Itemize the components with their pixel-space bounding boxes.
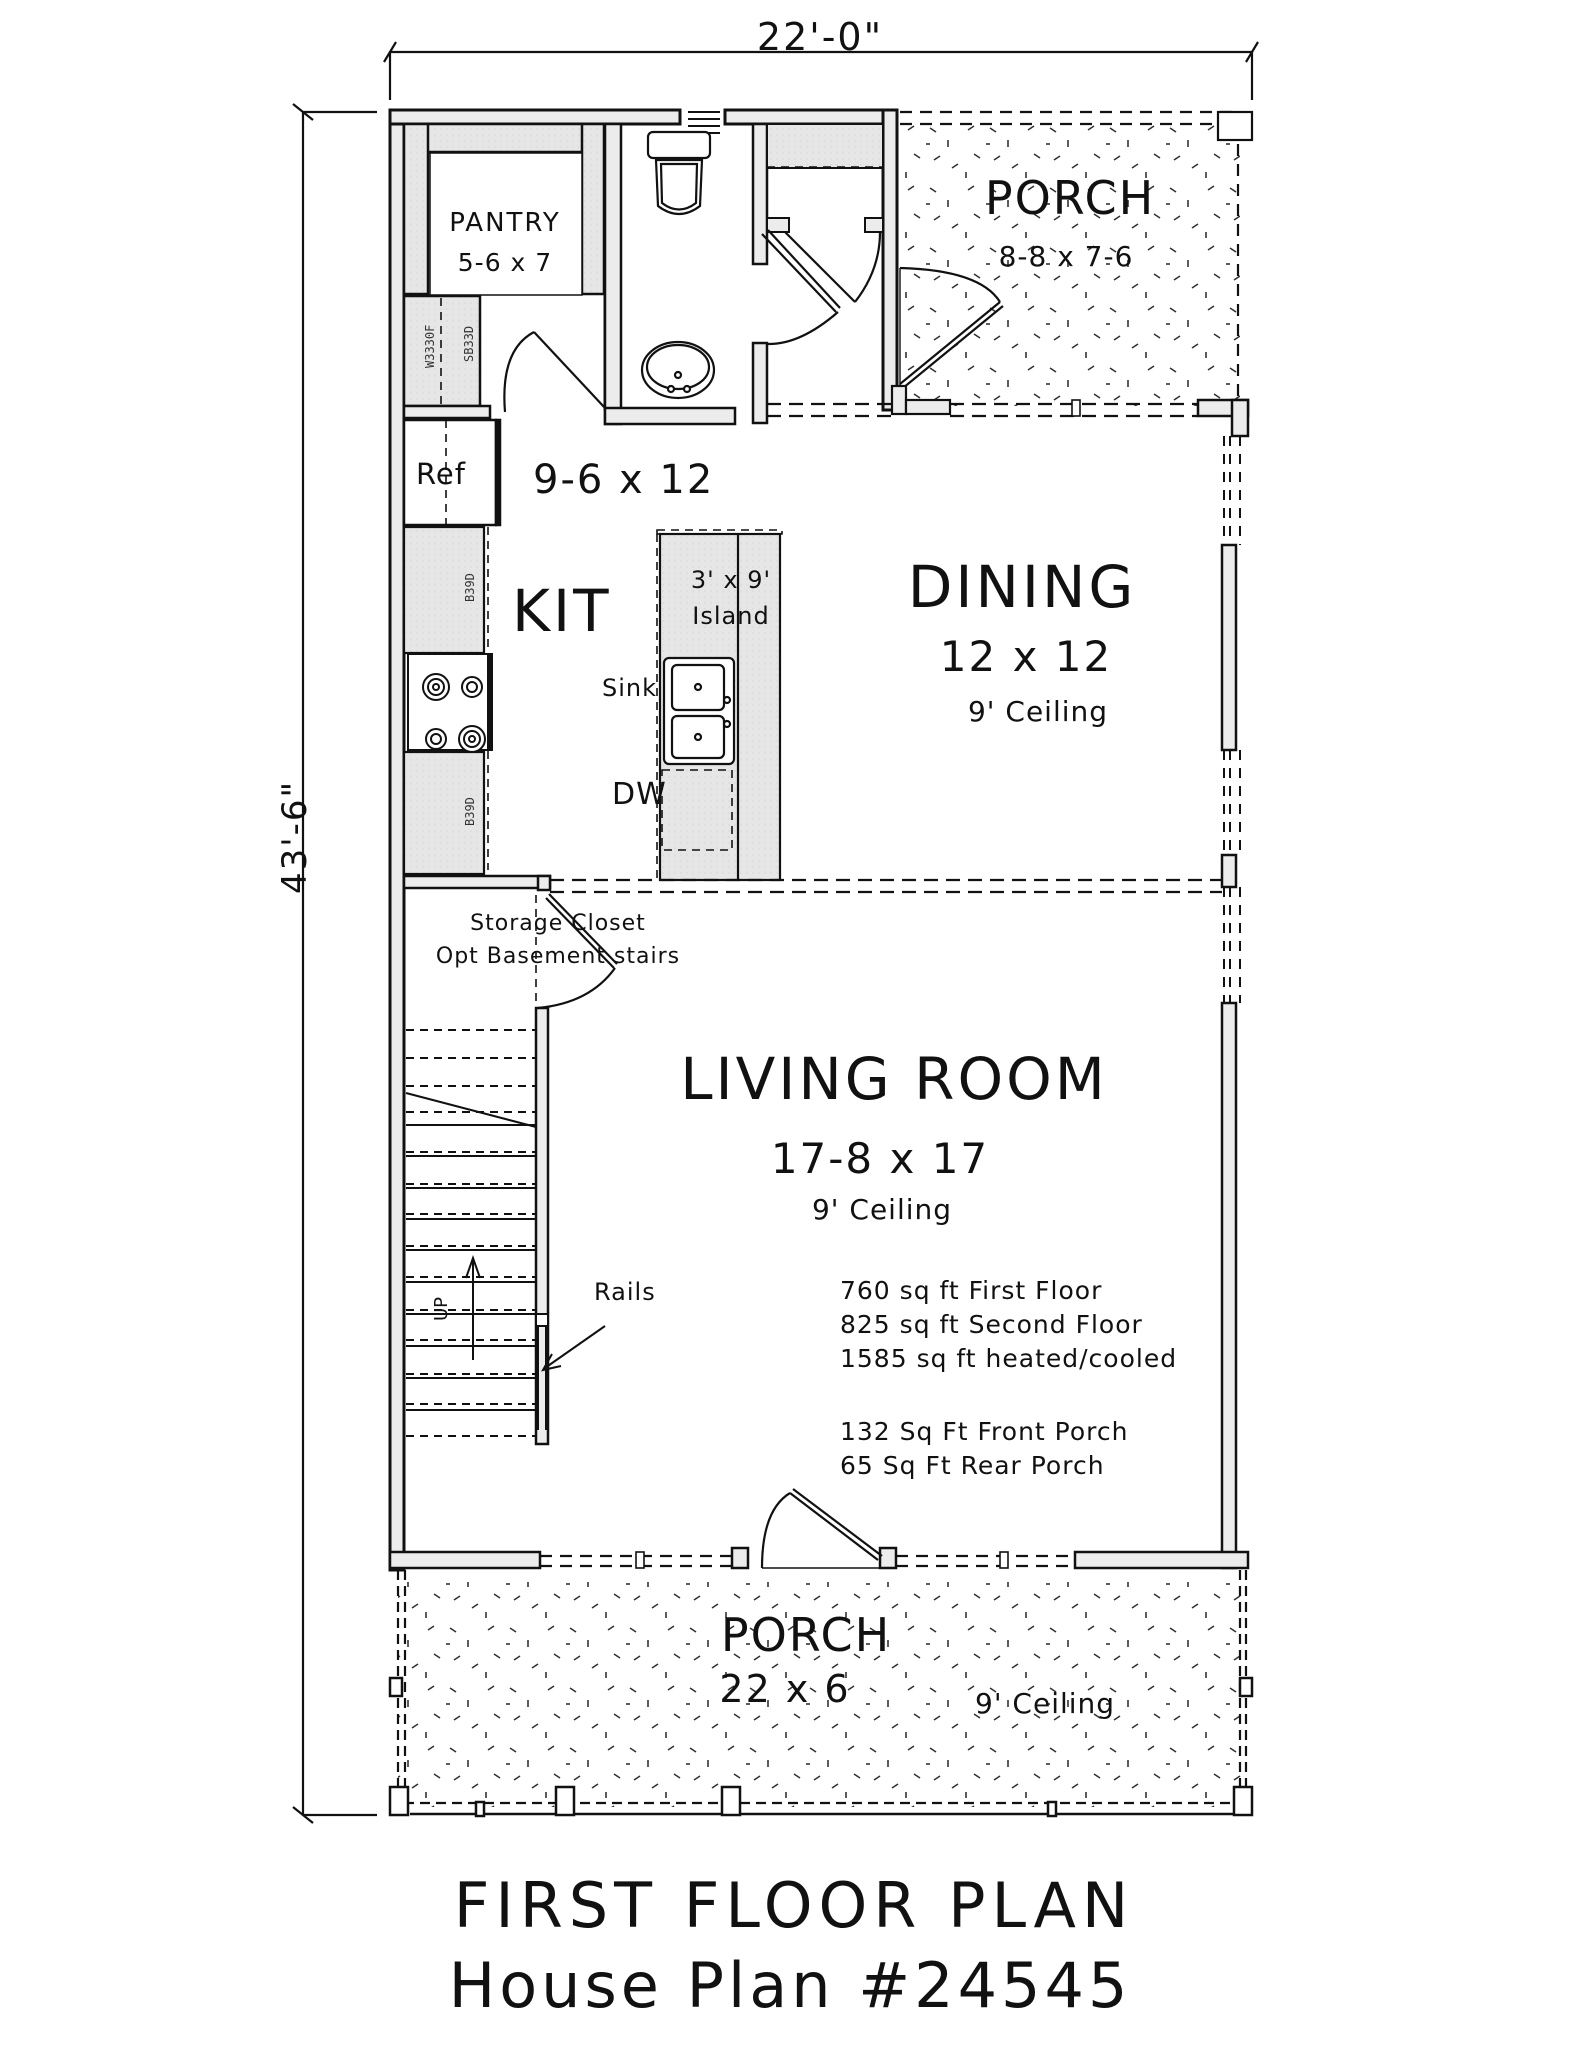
cabinet-code: B39D <box>463 797 477 826</box>
dishwasher-label: DW <box>612 777 667 812</box>
kitchen-title: KIT <box>512 577 612 645</box>
stat-second-floor: 825 sq ft Second Floor <box>840 1310 1143 1339</box>
storage-closet-label: Storage Closet <box>470 911 646 936</box>
plan-title: FIRST FLOOR PLAN <box>453 1869 1135 1942</box>
toilet-icon <box>646 130 712 216</box>
stair-railing <box>535 1313 549 1430</box>
pantry-title: PANTRY <box>449 208 561 238</box>
stat-rear-porch: 65 Sq Ft Rear Porch <box>840 1451 1105 1480</box>
dining-ceiling: 9' Ceiling <box>967 695 1109 728</box>
bathroom-sink-icon <box>640 340 716 400</box>
cabinet-code: W3330F <box>423 324 437 368</box>
dining-size: 12 x 12 <box>939 632 1113 681</box>
front-porch-title: PORCH <box>720 1608 892 1662</box>
bath-door <box>761 229 841 346</box>
base-cabinets <box>402 525 486 876</box>
rear-porch-door <box>899 266 1004 389</box>
plan-number: House Plan #24545 <box>448 1949 1132 2022</box>
dimension-lines <box>292 41 1259 1824</box>
stat-front-porch: 132 Sq Ft Front Porch <box>840 1417 1129 1446</box>
dishwasher <box>661 769 733 851</box>
pantry-size: 5-6 x 7 <box>457 248 553 277</box>
refrigerator-label: Ref <box>416 457 466 491</box>
stair-up-label: UP <box>431 1296 453 1322</box>
pantry-door <box>503 331 606 413</box>
island-size: 3' x 9' <box>690 566 772 594</box>
front-entry-door <box>760 1488 883 1569</box>
cabinet-code: B39D <box>463 573 477 602</box>
storage-closet-door <box>535 893 618 1010</box>
rails-label: Rails <box>594 1278 656 1306</box>
cabinet-code: SB33D <box>462 325 476 362</box>
staircase <box>405 1029 537 1437</box>
living-room-size: 17-8 x 17 <box>770 1134 990 1183</box>
basement-stairs-label: Opt Basement stairs <box>435 944 681 969</box>
rear-porch-size: 8-8 x 7-6 <box>998 240 1134 273</box>
closet-shelf <box>766 123 884 169</box>
square-footage-summary: 760 sq ft First Floor 825 sq ft Second F… <box>840 1278 1177 1487</box>
width-dimension-label: 22'-0" <box>756 15 884 59</box>
rear-porch-title: PORCH <box>984 171 1156 225</box>
kitchen-size: 9-6 x 12 <box>533 457 715 503</box>
island-label: Island <box>692 602 770 630</box>
rear-porch-floor <box>900 124 1240 406</box>
range-stove-icon <box>407 653 493 753</box>
stair-up-arrow-icon <box>465 1254 481 1360</box>
stat-heated-cooled: 1585 sq ft heated/cooled <box>840 1344 1178 1373</box>
pantry-shelving <box>402 122 607 420</box>
stat-first-floor: 760 sq ft First Floor <box>840 1276 1103 1305</box>
front-porch-floor <box>398 1582 1243 1807</box>
front-porch-size: 22 x 6 <box>719 1667 851 1711</box>
depth-dimension-label: 43'-6" <box>275 779 315 894</box>
dining-title: DINING <box>907 553 1137 621</box>
front-porch-ceiling: 9' Ceiling <box>975 1687 1116 1720</box>
refrigerator <box>402 418 502 527</box>
living-room-ceiling: 9' Ceiling <box>811 1193 953 1226</box>
rails-leader-arrow-icon <box>541 1325 606 1372</box>
closet-door <box>784 231 882 303</box>
sink-label: Sink <box>602 674 658 702</box>
living-room-title: LIVING ROOM <box>680 1045 1108 1113</box>
kitchen-sink-icon <box>662 656 736 766</box>
